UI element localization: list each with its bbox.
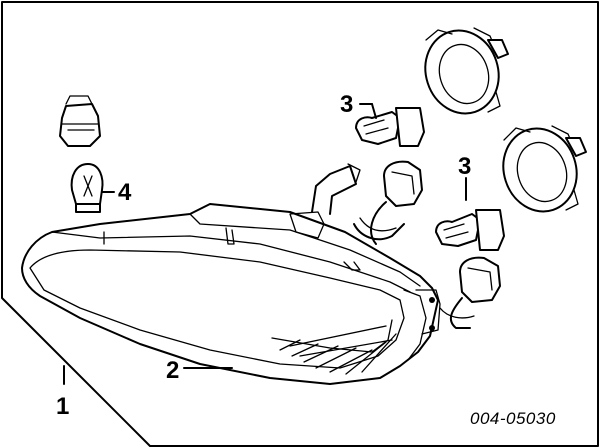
wiring-connector-lower xyxy=(439,256,501,329)
callout-1: 1 xyxy=(56,393,69,420)
retaining-ring-lower xyxy=(502,125,587,213)
wedge-bulb xyxy=(70,163,104,213)
headlamp-bulb-lower xyxy=(435,209,505,251)
callout-4: 4 xyxy=(118,179,132,206)
wiring-connector-upper xyxy=(370,160,423,245)
retaining-ring-upper xyxy=(424,27,509,115)
callout-3-upper: 3 xyxy=(340,91,353,118)
headlamp-housing xyxy=(21,163,441,385)
headlamp-bulb-upper xyxy=(355,107,425,147)
figure-code: 004-05030 xyxy=(470,409,556,428)
turn-signal-lens xyxy=(271,319,397,375)
leader-lines xyxy=(63,103,467,385)
bulb-socket xyxy=(59,95,101,147)
callout-2: 2 xyxy=(166,357,179,384)
callout-3-lower: 3 xyxy=(458,153,471,180)
